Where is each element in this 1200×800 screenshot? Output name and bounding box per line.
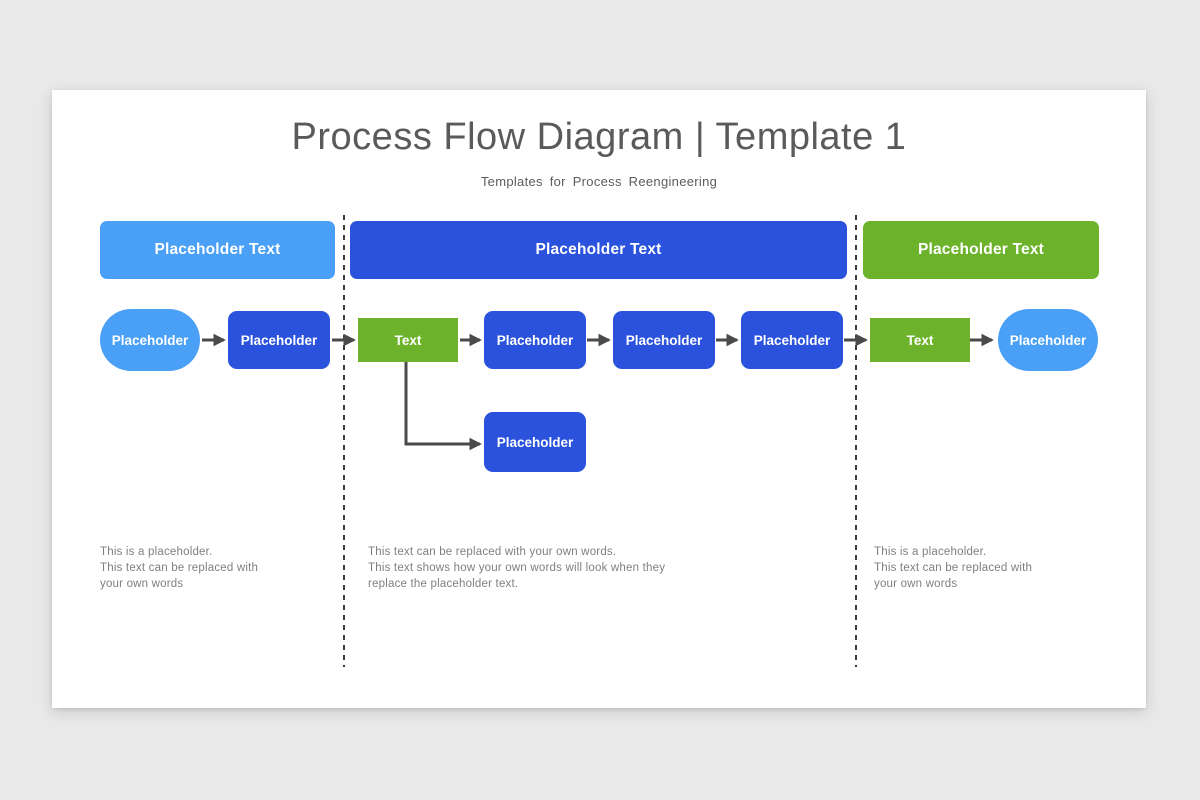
lane-note-center: This text can be replaced with your own … [368, 546, 666, 590]
lane-header-center: Placeholder Text [350, 221, 847, 279]
flow-node-step3: Placeholder [613, 311, 715, 369]
page-title: Process Flow Diagram | Template 1 [291, 116, 907, 158]
lane-header-right: Placeholder Text [863, 221, 1099, 279]
flow-node-step1: Placeholder [228, 311, 330, 369]
flow-node-end-pill: Placeholder [998, 309, 1098, 371]
page-subtitle: Templates for Process Reengineering [480, 174, 718, 189]
slide-canvas: Process Flow Diagram | Template 1 Templa… [52, 90, 1146, 708]
flow-node-start-pill: Placeholder [100, 309, 200, 371]
lane-header-left: Placeholder Text [100, 221, 335, 279]
flow-node-step4: Placeholder [741, 311, 843, 369]
flow-node-branch-step: Placeholder [484, 412, 586, 472]
flow-node-task-green1: Text [358, 318, 458, 362]
flow-node-task-green2: Text [870, 318, 970, 362]
flow-node-step2: Placeholder [484, 311, 586, 369]
branch-connector-arrow [404, 362, 482, 451]
lane-note-left: This is a placeholder. This text can be … [100, 546, 259, 590]
lane-note-right: This is a placeholder. This text can be … [874, 546, 1033, 590]
